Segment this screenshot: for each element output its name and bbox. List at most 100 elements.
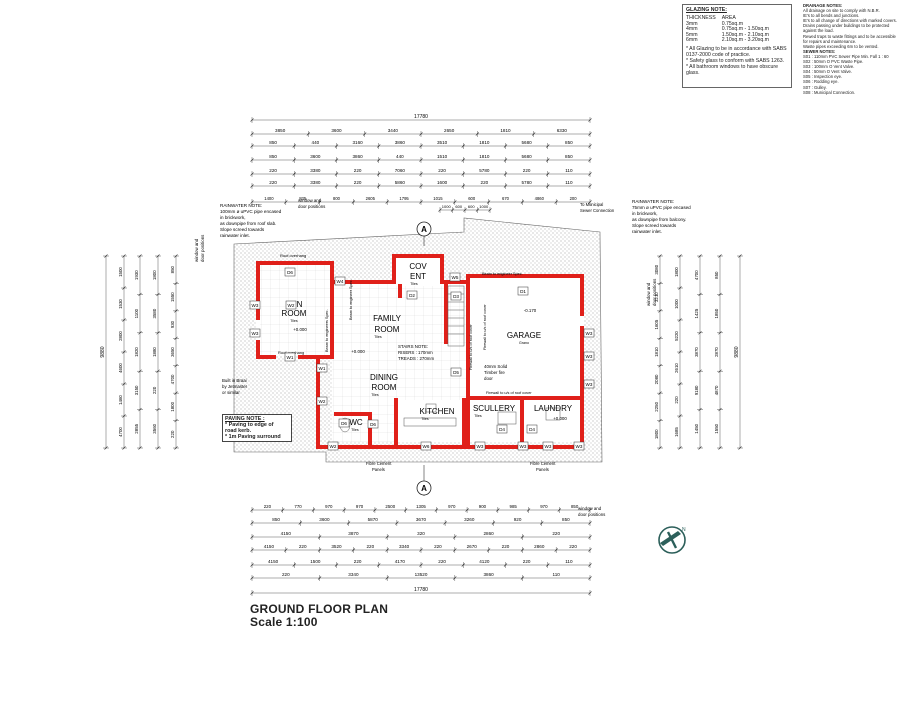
opening-tag-label: W3 bbox=[520, 444, 527, 449]
window-label-right: window and bbox=[646, 282, 651, 306]
opening-tag-label: W3 bbox=[586, 354, 593, 359]
dimension-value: 220 bbox=[523, 168, 531, 173]
wc-floor-label: Tiles bbox=[351, 428, 359, 432]
drainage-line: All drainage on site to comply with N.B.… bbox=[803, 8, 880, 14]
opening-tag: D4 bbox=[526, 424, 538, 434]
dimension-value: 220 bbox=[481, 180, 489, 185]
dimension-value: 3650 bbox=[170, 347, 175, 357]
dimension-value: 220 bbox=[354, 559, 362, 564]
dimension-value: 3160 bbox=[353, 140, 364, 145]
dimension-value: 5860 bbox=[395, 180, 406, 185]
glazing-cell: 6mm bbox=[686, 37, 698, 43]
dimension-value: 1800 bbox=[152, 270, 157, 280]
dimension-value: 1460 bbox=[118, 395, 123, 405]
service-floor bbox=[394, 400, 582, 442]
dimension-value: 600 bbox=[468, 196, 476, 201]
dimension-value: 2670 bbox=[467, 544, 478, 549]
dimension-value: 1550 bbox=[714, 423, 719, 433]
rainwater-left-line: 100mm ø uPVC pipe encased bbox=[220, 209, 282, 214]
dimension-value: 4120 bbox=[479, 559, 490, 564]
window-label-top: window and bbox=[298, 198, 322, 203]
dimension-value: 220 bbox=[269, 180, 277, 185]
rainwater-right-line: as downpipe from balcony. bbox=[632, 217, 686, 222]
drainage-line: IE's to all change of directions with ma… bbox=[803, 18, 897, 24]
laundry-level: +0.000 bbox=[553, 416, 567, 421]
glazing-col-1: THICKNESS bbox=[686, 15, 716, 21]
opening-tag-label: D4 bbox=[529, 427, 535, 432]
garage-level: -0.170 bbox=[524, 308, 537, 313]
garage-floor-label: Grano bbox=[519, 341, 529, 345]
dimension-value: 5220 bbox=[674, 331, 679, 341]
opening-tag: W4 bbox=[334, 276, 346, 286]
dimension-value: 5680 bbox=[522, 140, 533, 145]
opening-tag: W3 bbox=[542, 441, 554, 451]
dimension-value: 5680 bbox=[522, 154, 533, 159]
dimension-value: 3870 bbox=[348, 531, 359, 536]
drawing-title: GROUND FLOOR PLAN bbox=[250, 602, 389, 616]
dimension-value: 4870 bbox=[714, 385, 719, 395]
sun-room-level: +0.000 bbox=[293, 327, 307, 332]
dimension-value: 1550 bbox=[170, 292, 175, 302]
braai-line: or similar bbox=[222, 390, 240, 395]
rainwater-note-left: RAINWATER NOTE: 100mm ø uPVC pipe encase… bbox=[220, 203, 282, 238]
dining-room-label-2: ROOM bbox=[372, 383, 397, 392]
opening-tag: W3 bbox=[249, 300, 261, 310]
dimension-value: 13520 bbox=[415, 572, 428, 577]
dimension-value: 600 bbox=[455, 204, 462, 209]
dimension-value: 220 bbox=[264, 504, 272, 509]
opening-tag-label: W2 bbox=[288, 303, 295, 308]
dimension-value: 200 bbox=[570, 196, 578, 201]
dimension-value: 3860 bbox=[353, 154, 364, 159]
dimension-value: 1810 bbox=[654, 347, 659, 357]
rainwater-left-line: rainwater inlet. bbox=[220, 233, 250, 238]
section-marker-top-label: A bbox=[421, 225, 427, 234]
dimension-value: 1810 bbox=[479, 140, 490, 145]
dimension-value: 2605 bbox=[366, 196, 376, 201]
drainage-line: IE's to all bends and junctions. bbox=[803, 13, 860, 19]
sewer-line: S08 : Municipal Connection. bbox=[803, 89, 856, 95]
glazing-cell: 2.10sq.m - 3.20sq.m bbox=[721, 37, 769, 43]
dimension-value: 800 bbox=[333, 196, 341, 201]
sewer-line: S05 : Inspection eye. bbox=[803, 74, 843, 80]
dimension-value: 970 bbox=[448, 504, 456, 509]
dimension-value: 4150 bbox=[281, 531, 292, 536]
dimension-value: 4700 bbox=[118, 427, 123, 437]
dimension-value: 110 bbox=[565, 559, 573, 564]
opening-tag: W3 bbox=[583, 328, 595, 338]
paving-line: * Paving to edge of bbox=[225, 422, 274, 428]
dimension-value: 3600 bbox=[319, 517, 330, 522]
garage-floor bbox=[470, 278, 582, 398]
dimension-value: 9180 bbox=[694, 385, 699, 395]
dimension-value: 9880 bbox=[100, 346, 106, 357]
dimension-value: 220 bbox=[366, 544, 374, 549]
glazing-heading: GLAZING NOTE: bbox=[686, 7, 727, 13]
opening-tag-label: D4 bbox=[499, 427, 505, 432]
rainwater-right-line: 75mm ø uPVC pipe encased bbox=[632, 205, 691, 210]
dimension-column: 9880 bbox=[100, 254, 109, 450]
dimension-value: 2500 bbox=[385, 504, 395, 509]
sun-room-tiles bbox=[258, 264, 332, 356]
dimension-value: 220 bbox=[152, 386, 157, 394]
glazing-cell: 0.75sq.m - 1.50sq.m bbox=[721, 26, 769, 32]
opening-tag: D2 bbox=[406, 290, 418, 300]
dimension-value: 900 bbox=[479, 504, 487, 509]
opening-tag: W3 bbox=[573, 441, 585, 451]
dimension-value: 110 bbox=[565, 168, 573, 173]
dimension-value: 5780 bbox=[522, 180, 533, 185]
beam-note-left: Beam to engineer Spec. bbox=[349, 279, 353, 320]
opening-tag: D6 bbox=[338, 418, 350, 428]
dimension-value: 4600 bbox=[118, 363, 123, 373]
sun-overhang-top: Roof overhang bbox=[280, 253, 306, 258]
dimension-value: 1795 bbox=[399, 196, 409, 201]
glazing-cell: 1.50sq.m - 2.10sq.m bbox=[721, 31, 769, 38]
